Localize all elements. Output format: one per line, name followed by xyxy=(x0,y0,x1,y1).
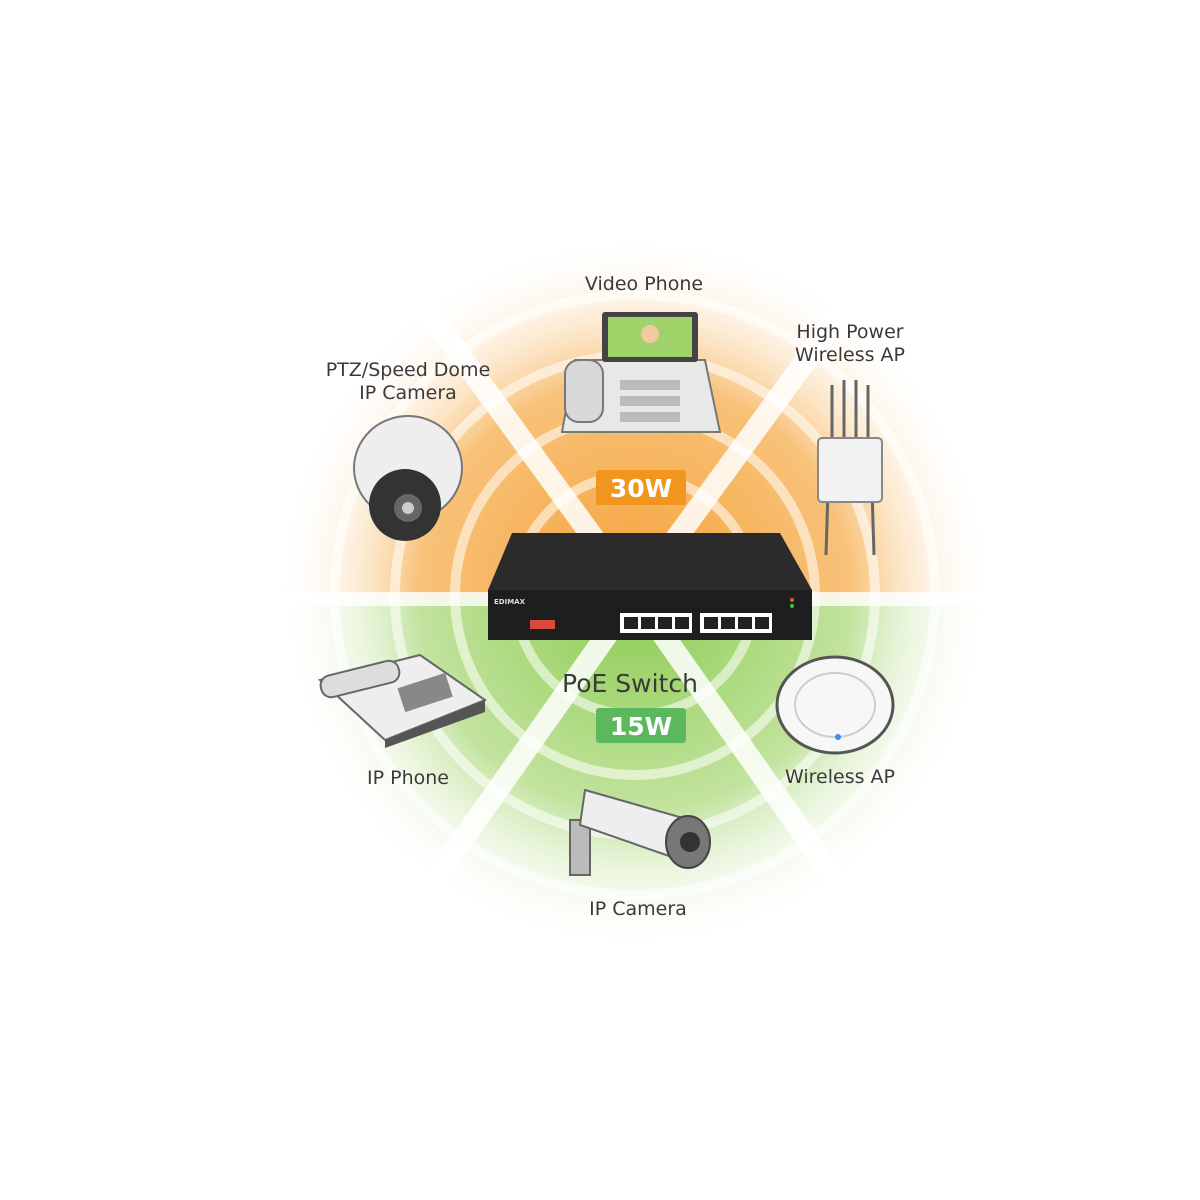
badge-15w-text: 15W xyxy=(610,712,672,741)
high-power-ap-label-line1: High Power xyxy=(796,321,903,343)
poe-switch-label: PoE Switch xyxy=(562,669,698,698)
badge-15w: 15W xyxy=(596,708,686,743)
high-power-ap-icon xyxy=(817,380,883,556)
wireless-ap-label: Wireless AP xyxy=(785,766,895,788)
ip-phone-label: IP Phone xyxy=(367,767,449,789)
video-phone-icon xyxy=(560,312,722,433)
poe-switch-icon: EDIMAX xyxy=(488,533,812,640)
ip-camera-icon xyxy=(569,788,711,876)
wireless-ap-icon xyxy=(775,655,895,755)
video-phone-label: Video Phone xyxy=(585,273,703,295)
ptz-camera-icon xyxy=(353,415,463,541)
high-power-ap-label-line2: Wireless AP xyxy=(795,344,905,366)
ptz-camera-label-line2: IP Camera xyxy=(359,382,457,404)
badge-30w: 30W xyxy=(596,470,686,505)
badge-15w-bg xyxy=(596,708,686,743)
switch-brand: EDIMAX xyxy=(494,598,526,606)
badge-30w-text: 30W xyxy=(610,474,672,503)
ptz-camera-label-line1: PTZ/Speed Dome xyxy=(326,359,491,381)
ip-camera-label: IP Camera xyxy=(589,898,687,920)
badge-30w-bg xyxy=(596,470,686,505)
ip-phone-icon xyxy=(317,653,488,748)
